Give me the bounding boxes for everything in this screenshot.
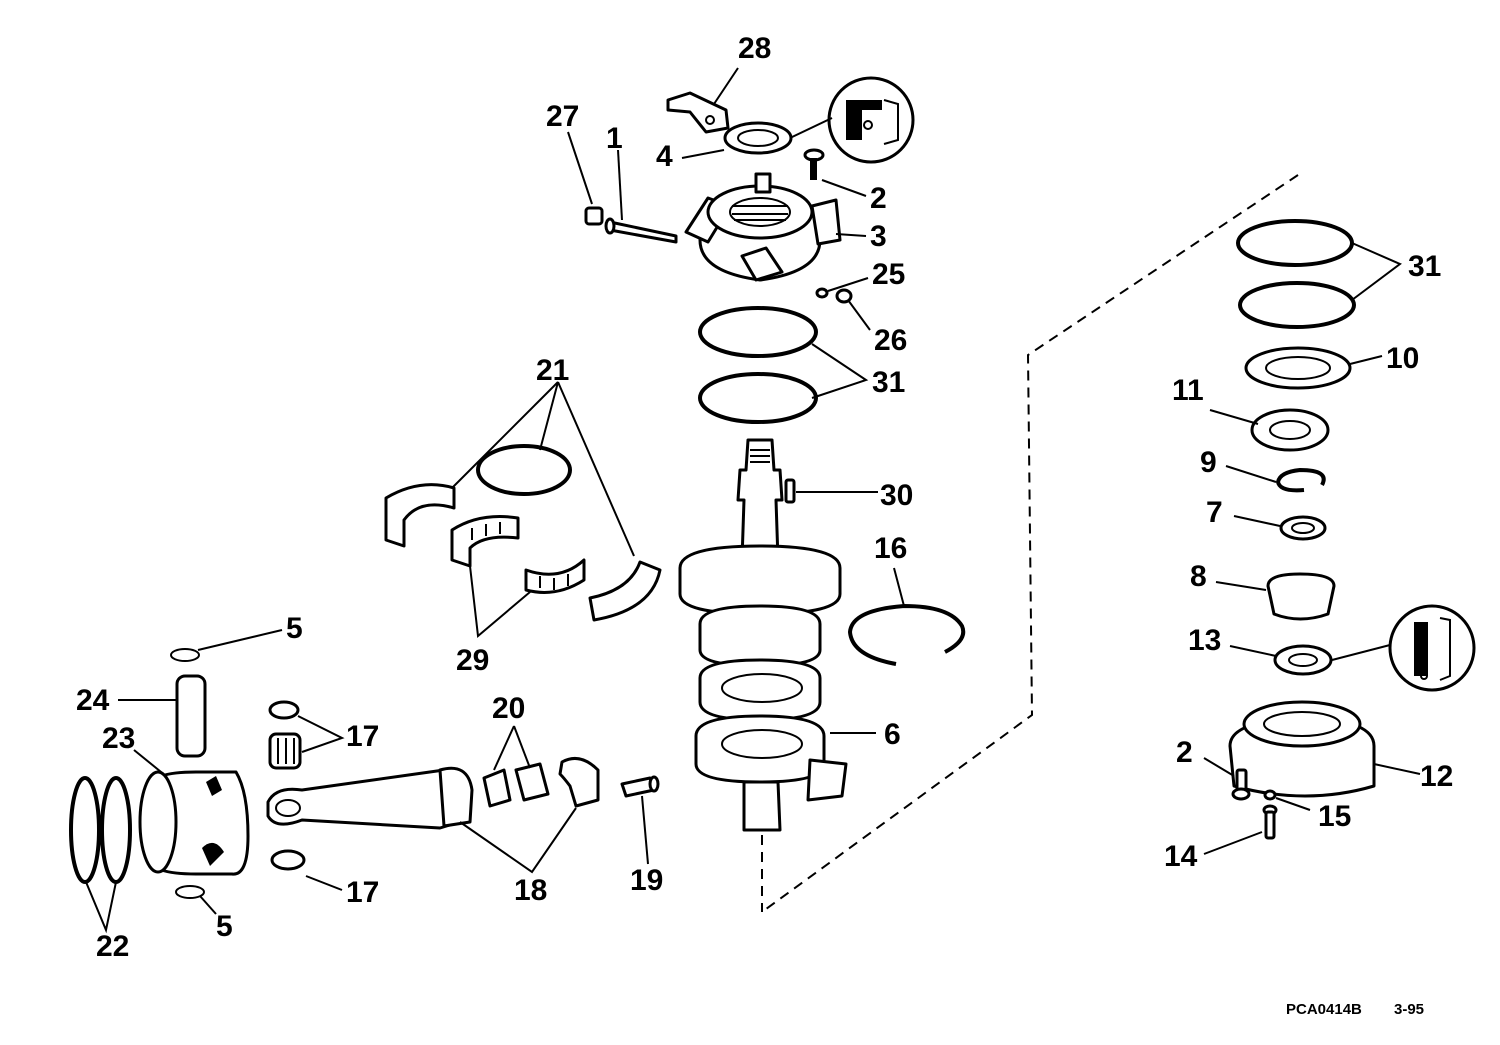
part-18-connecting-rod — [266, 766, 474, 830]
callout-7: 7 — [1206, 496, 1223, 529]
callout-11: 11 — [1172, 374, 1204, 407]
callout-1: 1 — [606, 122, 623, 155]
part-4-seal — [723, 121, 793, 155]
part-28-bracket — [666, 91, 730, 134]
part-9-retaining-ring — [1275, 467, 1326, 493]
callout-4: 4 — [656, 140, 673, 173]
part-25-washer — [815, 287, 829, 299]
callout-14: 14 — [1164, 840, 1198, 873]
part-18-rod-cap — [558, 756, 600, 808]
callout-15: 15 — [1318, 800, 1351, 833]
part-5-clip-top — [170, 648, 200, 662]
part-16-snap-ring — [847, 603, 966, 666]
callout-9: 9 — [1200, 446, 1217, 479]
part-21-bearing-half-right — [588, 560, 662, 622]
part-15-washer — [1263, 789, 1277, 801]
part-5-clip-bottom — [175, 885, 205, 899]
part-21-retaining-ring — [476, 444, 572, 496]
part-17-washer-bottom — [270, 849, 306, 871]
part-2-screw-lower — [1231, 768, 1251, 801]
part-24-piston-pin — [175, 674, 207, 758]
part-22-piston-rings — [69, 776, 132, 884]
part-26-nut — [835, 288, 853, 304]
assembly-dashed-line — [761, 174, 1299, 913]
detail-view-seal-lower — [1388, 604, 1476, 692]
callout-6: 6 — [884, 718, 901, 751]
part-31-o-rings-lower — [1236, 219, 1356, 329]
detail-view-seal-top — [827, 76, 915, 164]
callout-31-upper: 31 — [872, 366, 905, 399]
part-2-screw-top — [803, 148, 825, 180]
callout-5-bottom: 5 — [216, 910, 233, 943]
part-17-washer-top — [268, 700, 300, 720]
part-27-nut — [584, 206, 604, 226]
part-30-key — [784, 478, 796, 504]
callout-29: 29 — [456, 644, 489, 677]
callout-2-top: 2 — [870, 182, 887, 215]
part-31-o-rings-upper — [698, 306, 818, 424]
callout-21: 21 — [536, 354, 569, 387]
callout-5-top: 5 — [286, 612, 303, 645]
callout-16: 16 — [874, 532, 907, 565]
callout-12: 12 — [1420, 760, 1453, 793]
part-12-lower-bearing-housing — [1228, 700, 1376, 798]
callout-3: 3 — [870, 220, 887, 253]
callout-19: 19 — [630, 864, 663, 897]
callout-8: 8 — [1190, 560, 1207, 593]
part-29-cage-right — [524, 558, 586, 594]
part-21-bearing-half-left — [384, 483, 456, 548]
part-8-cup — [1266, 572, 1336, 621]
callout-30: 30 — [880, 479, 913, 512]
part-13-seal — [1273, 644, 1333, 676]
part-3-upper-bearing-housing — [684, 172, 842, 282]
part-20-cage-halves — [482, 762, 550, 808]
callout-23: 23 — [102, 722, 135, 755]
part-10-seal-plate — [1244, 346, 1352, 390]
callout-31-lower: 31 — [1408, 250, 1441, 283]
part-11-ball-bearing — [1250, 408, 1330, 452]
callout-28: 28 — [738, 32, 771, 65]
revision-date: 3-95 — [1394, 1001, 1424, 1018]
part-7-seal — [1279, 515, 1327, 541]
callout-17-top: 17 — [346, 720, 379, 753]
callout-13: 13 — [1188, 624, 1221, 657]
part-17-needle-bearing — [268, 732, 302, 770]
part-1-bolt — [604, 217, 678, 244]
part-29-cage-left — [450, 515, 520, 568]
callout-25: 25 — [872, 258, 905, 291]
part-19-rod-screw — [620, 775, 660, 798]
callout-10: 10 — [1386, 342, 1419, 375]
callout-27: 27 — [546, 100, 579, 133]
leader-lines — [85, 67, 1421, 934]
callout-labels: 28 27 1 4 2 3 25 26 31 21 30 16 29 5 24 … — [76, 32, 1453, 963]
part-23-piston — [138, 770, 250, 876]
callout-26: 26 — [874, 324, 907, 357]
callout-24: 24 — [76, 684, 110, 717]
callout-22: 22 — [96, 930, 129, 963]
callout-18: 18 — [514, 874, 547, 907]
callout-20: 20 — [492, 692, 525, 725]
part-14-screw — [1262, 804, 1278, 840]
callout-2-lower: 2 — [1176, 736, 1193, 769]
part-6-crankshaft — [678, 438, 848, 832]
drawing-code: PCA0414B — [1286, 1001, 1362, 1018]
callout-17-bottom: 17 — [346, 876, 379, 909]
